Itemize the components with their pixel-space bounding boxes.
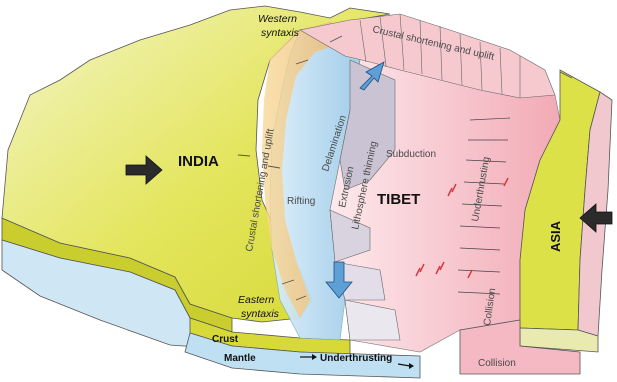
label-crust: Crust [212,334,239,345]
label-india: INDIA [178,153,219,170]
label-western-2: syntaxis [261,27,300,39]
label-eastern-1: Eastern [238,294,274,306]
label-eastern-2: syntaxis [241,308,280,320]
label-western-1: Western [258,13,297,25]
label-collision-bottom: Collision [478,358,516,369]
label-tibet: TIBET [377,191,420,208]
label-mantle: Mantle [224,353,256,364]
label-asia: ASIA [548,220,563,252]
label-underthrusting-bottom: Underthrusting [320,353,392,364]
label-rifting: Rifting [287,196,315,207]
label-subduction: Subduction [386,149,436,160]
